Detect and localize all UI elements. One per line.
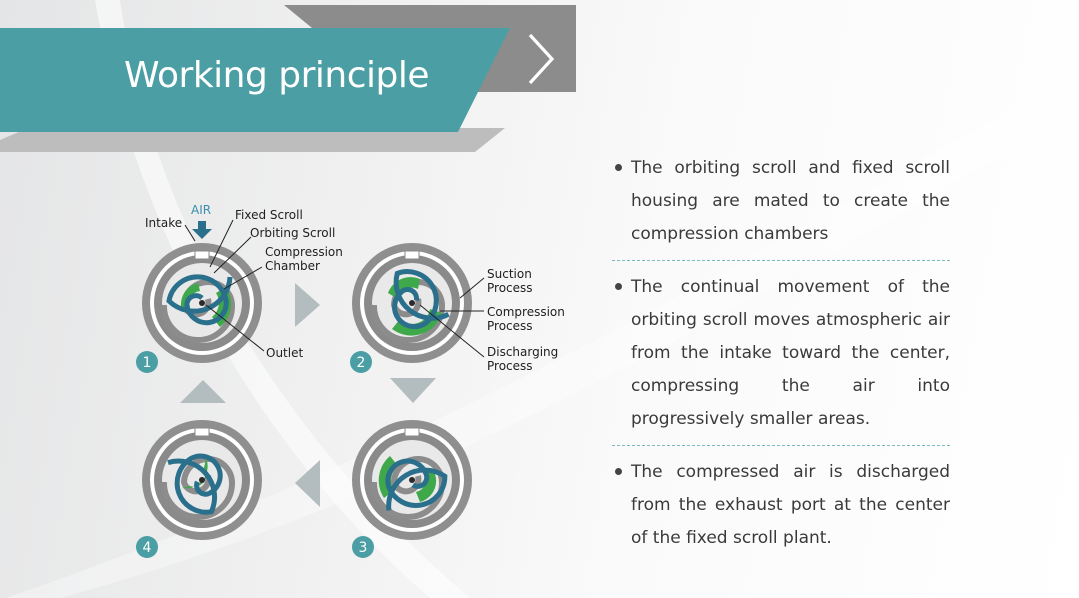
stage-2-scroll [352, 243, 472, 363]
svg-text:2: 2 [357, 355, 366, 371]
step-badge-4: 4 [136, 536, 158, 558]
air-label: AIR [191, 203, 211, 217]
discharging-process-label-1: Discharging [487, 345, 558, 359]
point-text: The orbiting scroll and fixed scroll hou… [631, 158, 950, 244]
scroll-diagram: AIR Intake Fixed Scroll Orbiting Scroll … [136, 203, 565, 558]
compression-chamber-label-1: Compression [265, 245, 343, 259]
chevron-right-icon[interactable] [528, 33, 555, 85]
point-text: The continual movement of the orbiting s… [631, 277, 950, 429]
point-text: The compressed air is discharged from th… [631, 462, 950, 548]
fixed-scroll-label: Fixed Scroll [235, 208, 303, 222]
svg-text:1: 1 [143, 355, 152, 371]
list-item: The orbiting scroll and fixed scroll hou… [612, 152, 950, 251]
intake-label: Intake [145, 216, 182, 230]
flow-arrow-down-icon [390, 378, 436, 403]
compression-process-label-2: Process [487, 319, 533, 333]
stage-4-scroll [142, 420, 262, 540]
discharging-process-label-2: Process [487, 359, 533, 373]
description-list: The orbiting scroll and fixed scroll hou… [612, 152, 950, 555]
page-title: Working principle [124, 55, 430, 96]
flow-arrow-up-icon [180, 380, 226, 403]
svg-text:4: 4 [143, 540, 152, 556]
outlet-label: Outlet [266, 346, 303, 360]
bullet-icon [615, 468, 622, 475]
flow-arrow-left-icon [295, 460, 320, 507]
compression-process-label-1: Compression [487, 305, 565, 319]
divider [612, 260, 950, 261]
orbiting-scroll-label: Orbiting Scroll [250, 226, 335, 240]
step-badge-3: 3 [352, 536, 374, 558]
compression-chamber-label-2: Chamber [265, 259, 320, 273]
list-item: The continual movement of the orbiting s… [612, 271, 950, 436]
list-item: The compressed air is discharged from th… [612, 456, 950, 555]
suction-process-label-1: Suction [487, 267, 532, 281]
stage-1-scroll [142, 243, 262, 363]
step-badge-2: 2 [350, 351, 372, 373]
divider [612, 445, 950, 446]
stage-3-scroll [352, 420, 472, 540]
svg-text:3: 3 [359, 540, 368, 556]
air-down-arrow-icon [192, 221, 212, 239]
bullet-icon [615, 164, 622, 171]
header-banner [0, 5, 576, 152]
step-badge-1: 1 [136, 351, 158, 373]
flow-arrow-right-icon [295, 283, 320, 327]
suction-process-label-2: Process [487, 281, 533, 295]
bullet-icon [615, 283, 622, 290]
